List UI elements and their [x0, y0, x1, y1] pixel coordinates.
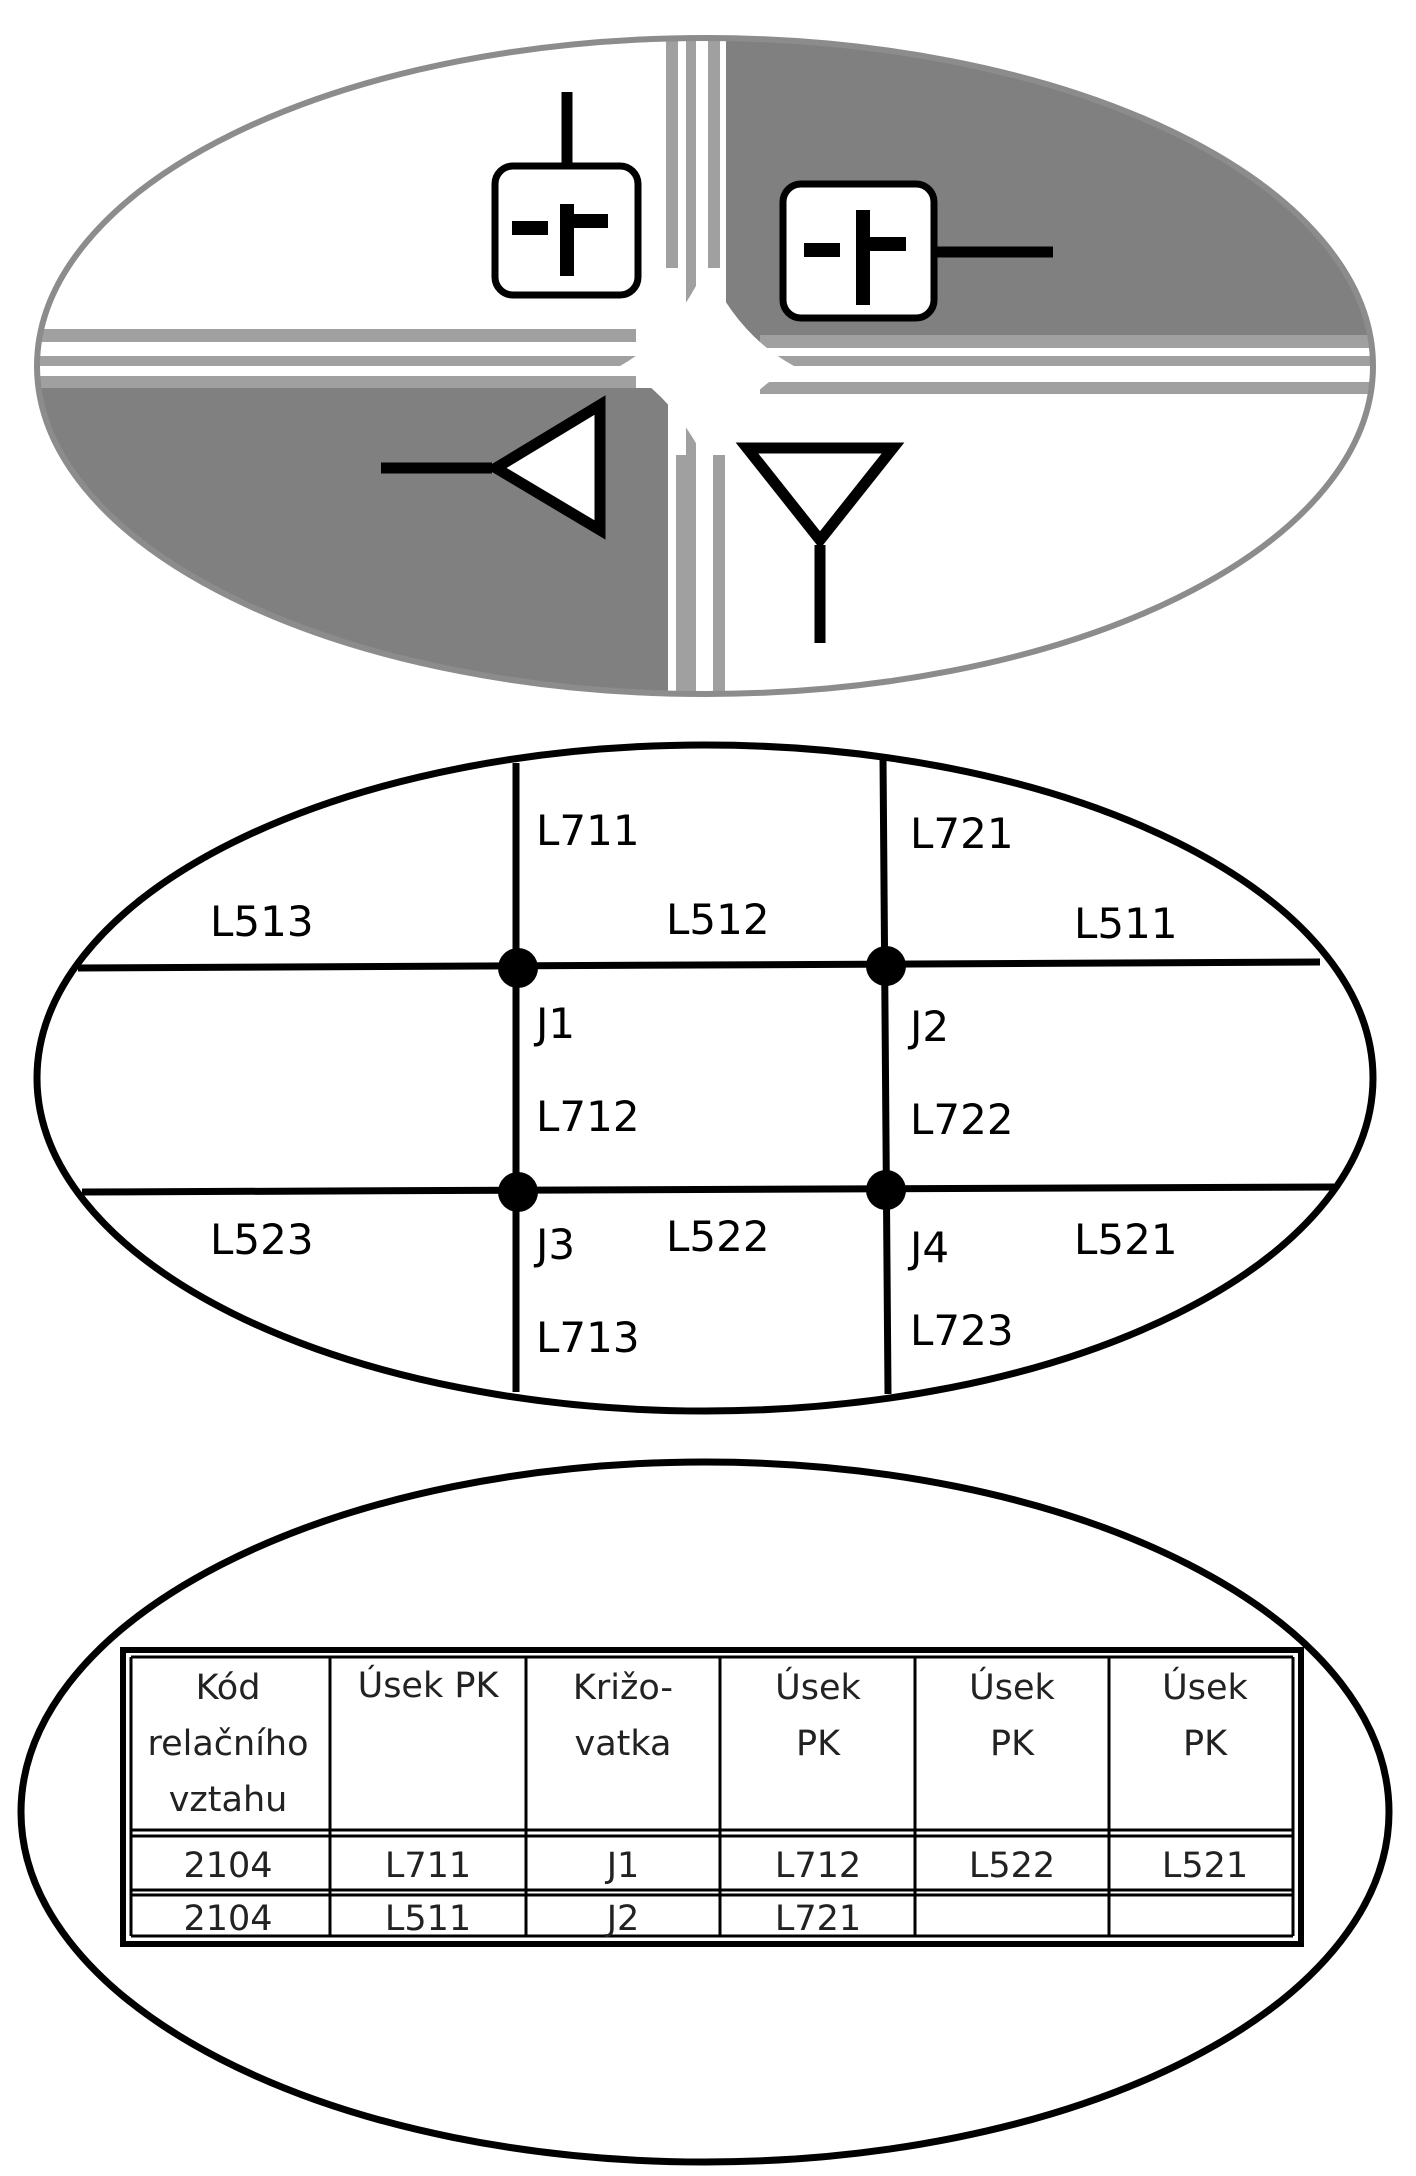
triangle-symbol-south-icon [735, 442, 905, 643]
triangle-symbol-west-icon [381, 395, 606, 540]
road-line-l52 [81, 1183, 1335, 1196]
road-label: L523 [210, 1215, 314, 1264]
junction-label: J2 [907, 1002, 949, 1051]
junction-node-j2 [866, 946, 906, 986]
road-label: L712 [536, 1092, 640, 1141]
junction-label: J3 [533, 1220, 575, 1269]
road-label: L723 [910, 1306, 1014, 1355]
road-label: L513 [210, 897, 314, 946]
table-cell: 2104 [183, 1846, 272, 1886]
road-label: L511 [1074, 899, 1178, 948]
table-header-cell: vztahu [169, 1780, 288, 1820]
junction-node-j1 [498, 948, 538, 988]
table-cell: L521 [1162, 1846, 1248, 1886]
junction-label: J1 [533, 999, 575, 1048]
junction-node-j4 [866, 1170, 906, 1210]
road-label: L512 [666, 895, 770, 944]
junction-symbol-east-icon [779, 180, 1053, 322]
table-header: Kód relačního vztahu Úsek PK Križo- vatk… [147, 1664, 1248, 1820]
intersection-panel [34, 35, 1376, 697]
road-line-l51 [77, 958, 1321, 972]
network-panel: L711 L721 L513 L512 L511 L712 L722 L523 … [33, 741, 1377, 1415]
relation-table [120, 1647, 1304, 1947]
table-header-cell: vatka [575, 1724, 672, 1764]
junction-plaza [620, 266, 794, 462]
road-label: L721 [910, 809, 1014, 858]
table-header-cell: PK [1183, 1724, 1228, 1764]
road-label: L711 [536, 806, 640, 855]
junction-label: J4 [907, 1223, 949, 1272]
road-label: L521 [1074, 1215, 1178, 1264]
table-header-cell: Úsek [775, 1666, 861, 1708]
table-header-cell: Úsek [969, 1666, 1055, 1708]
junction-node-j3 [498, 1172, 538, 1212]
table-cell: L711 [385, 1846, 471, 1886]
table-cell: L712 [775, 1846, 861, 1886]
table-cell: J2 [605, 1899, 640, 1939]
table-header-cell: Križo- [573, 1668, 673, 1708]
panel-outline-middle [33, 741, 1377, 1415]
table-panel: Kód relačního vztahu Úsek PK Križo- vatk… [17, 1458, 1393, 2166]
table-header-cell: Úsek PK [358, 1664, 500, 1706]
road-label: L522 [666, 1212, 770, 1261]
table-cell: L522 [969, 1846, 1055, 1886]
table-header-cell: PK [796, 1724, 841, 1764]
table-cell: J1 [605, 1846, 640, 1886]
road-line-l72 [879, 756, 892, 1395]
junction-symbol-north-icon [491, 92, 642, 299]
table-header-cell: relačního [147, 1724, 308, 1764]
table-header-cell: Úsek [1162, 1666, 1248, 1708]
table-header-cell: PK [990, 1724, 1035, 1764]
table-cell: L721 [775, 1899, 861, 1939]
table-cell: L511 [385, 1899, 471, 1939]
table-row: 2104 L511 J2 L721 [183, 1899, 861, 1939]
table-cell: 2104 [183, 1899, 272, 1939]
panel-outline-top [34, 35, 1376, 697]
table-header-cell: Kód [196, 1668, 261, 1708]
road-label: L722 [910, 1095, 1014, 1144]
table-row: 2104 L711 J1 L712 L522 L521 [183, 1846, 1248, 1886]
road-label: L713 [536, 1313, 640, 1362]
